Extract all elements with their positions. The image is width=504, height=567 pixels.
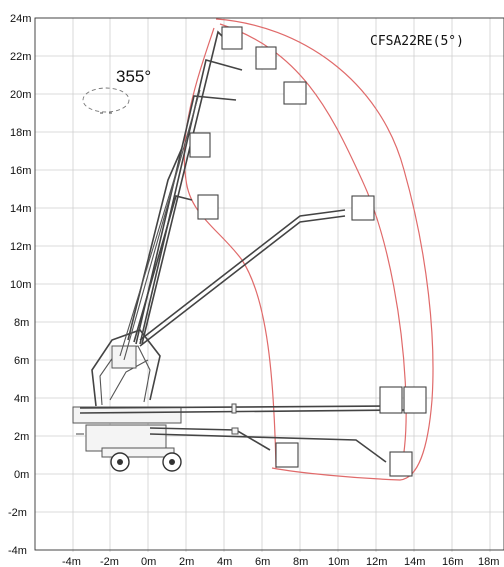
platform-icon [197, 194, 219, 220]
boom-joint [231, 403, 237, 414]
y-tick: 20m [10, 89, 31, 101]
rear-hub [117, 459, 123, 465]
x-tick: -4m [62, 556, 81, 567]
rotation-angle-label: 355° [116, 67, 151, 86]
platform-icon [403, 386, 427, 414]
y-tick: 24m [10, 13, 31, 25]
boom-lift-cylinder [119, 159, 181, 357]
boom-high-d [139, 59, 243, 345]
boom-high-e [141, 30, 227, 345]
y-tick: 18m [10, 127, 31, 139]
riser-tower [91, 329, 161, 407]
y-tick: -4m [8, 545, 27, 557]
boom-high-b [133, 195, 193, 343]
y-tick: 8m [14, 317, 29, 329]
boom-mid-right [139, 209, 346, 341]
x-tick: 18m [478, 556, 499, 567]
boom-high-c [135, 95, 237, 345]
boom-high-a [127, 147, 183, 341]
working-envelope [183, 18, 434, 481]
riser-cylinder-icon [109, 359, 149, 401]
platform-icon [389, 451, 413, 477]
turntable-counterweight [72, 406, 182, 424]
y-tick: 22m [10, 51, 31, 63]
x-tick: 14m [404, 556, 425, 567]
x-tick: 8m [293, 556, 308, 567]
y-tick: 4m [14, 393, 29, 405]
x-tick: -2m [100, 556, 119, 567]
grid [35, 17, 504, 552]
x-axis: -4m -2m 0m 2m 4m 6m 8m 10m 12m 14m 16m 1… [62, 556, 499, 567]
x-tick: 16m [442, 556, 463, 567]
platform-icon [379, 386, 403, 414]
front-hub [169, 459, 175, 465]
y-axis: 24m 22m 20m 18m 16m 14m 12m 10m 8m 6m 4m… [8, 13, 31, 557]
boom-joint [231, 427, 239, 435]
platform-icon [189, 132, 211, 158]
y-tick: -2m [8, 507, 27, 519]
boom-horizontal-b [79, 409, 405, 414]
chassis-body [85, 424, 167, 452]
chassis-frame [101, 447, 175, 458]
boom-horizontal-a [79, 405, 397, 409]
platform-icon [221, 26, 243, 50]
right-inner-envelope [219, 23, 407, 471]
platform-icon [283, 81, 307, 105]
x-tick: 6m [255, 556, 270, 567]
x-tick: 10m [328, 556, 349, 567]
platforms [189, 26, 427, 477]
boom-positions [79, 30, 405, 463]
x-tick: 2m [179, 556, 194, 567]
inner-envelope [183, 27, 277, 469]
knuckle-icon [111, 345, 137, 369]
x-tick: 0m [141, 556, 156, 567]
rotation-indicator: 355° [82, 67, 151, 114]
rotation-ellipse-icon [82, 87, 130, 113]
boom-low-left [149, 427, 271, 451]
boom-low-right [149, 433, 387, 463]
y-tick: 0m [14, 469, 29, 481]
boom-mid-right-lower [139, 215, 346, 347]
y-tick: 10m [10, 279, 31, 291]
platform-icon [351, 195, 375, 221]
machine-base [72, 406, 182, 472]
y-tick: 6m [14, 355, 29, 367]
outer-envelope [215, 18, 434, 481]
x-tick: 4m [217, 556, 232, 567]
model-label: CFSA22RE(5°) [370, 34, 464, 49]
y-tick: 16m [10, 165, 31, 177]
platform-icon [275, 442, 299, 468]
x-tick: 12m [366, 556, 387, 567]
y-tick: 12m [10, 241, 31, 253]
boom-lift-cylinder [123, 89, 201, 361]
plot-frame [34, 17, 504, 551]
platform-icon [255, 46, 277, 70]
y-tick: 14m [10, 203, 31, 215]
y-tick: 2m [14, 431, 29, 443]
